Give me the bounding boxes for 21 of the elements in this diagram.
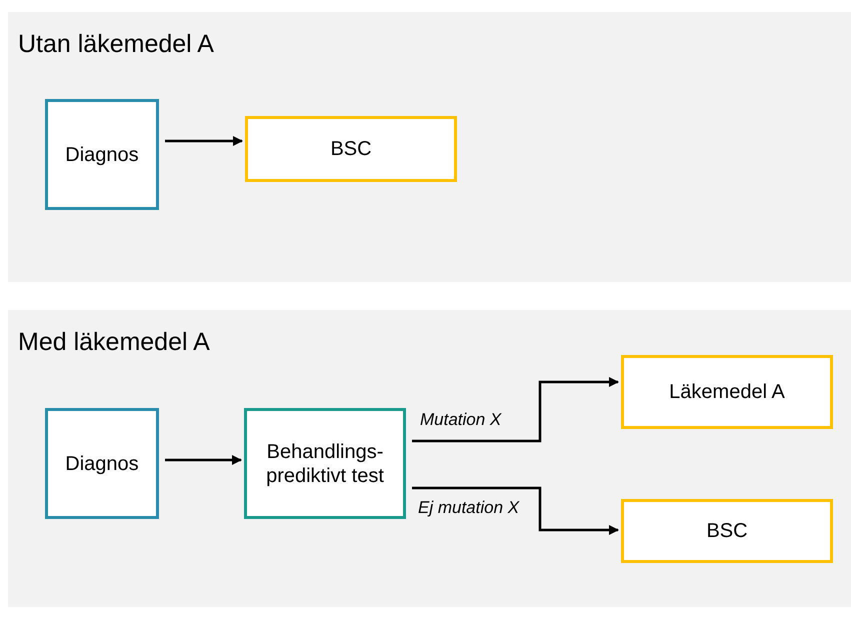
box-text: Diagnos: [65, 142, 139, 166]
arrow: [165, 136, 243, 146]
arrow: [412, 486, 619, 535]
edge-label: Ej mutation X: [418, 498, 520, 518]
panel-heading: Utan läkemedel A: [18, 30, 214, 59]
process-box: [45, 99, 159, 210]
process-box: [621, 499, 833, 563]
process-box: [245, 116, 457, 182]
panel-heading: Med läkemedel A: [18, 328, 210, 357]
box-text: Behandlings- prediktivt test: [265, 440, 385, 488]
process-box: [244, 408, 406, 519]
arrow: [412, 377, 619, 442]
panel-background: [8, 12, 851, 282]
box-text: BSC: [330, 137, 372, 161]
box-text: BSC: [706, 519, 748, 543]
process-box: [45, 408, 159, 519]
arrow: [165, 455, 242, 465]
box-text: Läkemedel A: [669, 380, 785, 404]
process-box: [621, 355, 833, 429]
panel-background: [8, 310, 851, 607]
box-text: Diagnos: [65, 452, 139, 476]
